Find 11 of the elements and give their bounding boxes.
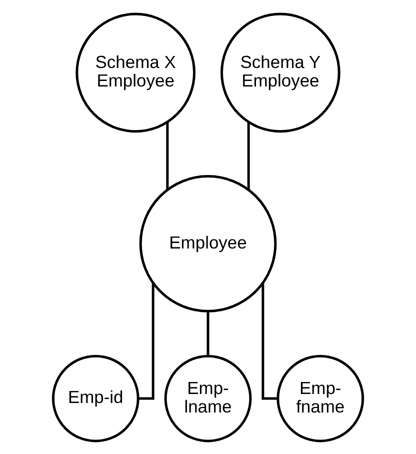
connector [262,282,278,400]
connector [166,122,169,190]
node-circle: Emp-id [52,354,140,442]
node-circle: Employee [139,174,277,312]
node-circle: Schema Y Employee [220,12,340,132]
connector [206,310,210,356]
node-circle: Emp- lname [164,354,252,442]
node-circle: Schema X Employee [76,12,196,132]
connector [138,282,154,400]
node-circle: Emp- fname [276,354,364,442]
connector [247,122,250,190]
